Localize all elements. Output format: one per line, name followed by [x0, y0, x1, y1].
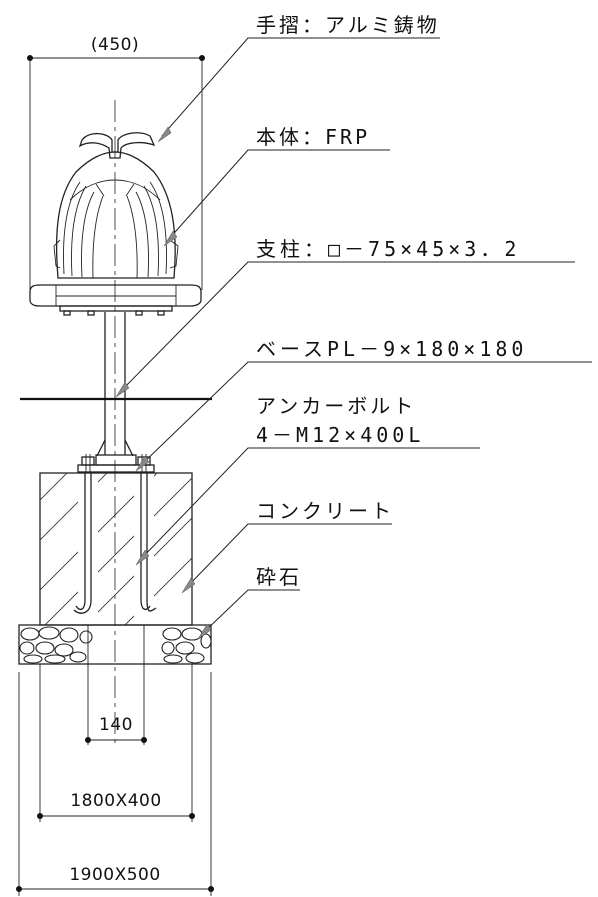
anchor-spacing-text: 140: [99, 715, 133, 735]
label-base-plate: ベースPL－9×180×180: [256, 337, 527, 361]
gravel-stones-left: [19, 626, 93, 664]
gravel-layer: [18, 624, 212, 665]
concrete-foundation: [39, 472, 193, 626]
leader-concrete: [181, 523, 392, 594]
dimension-concrete-size: 1800X400: [37, 664, 195, 822]
dimension-anchor-spacing: 140: [85, 625, 147, 745]
seat-width-text: (450): [91, 35, 139, 55]
gravel-stones-right: [161, 627, 212, 664]
anchor-bolt-left: [73, 472, 92, 614]
leader-post: [115, 261, 575, 398]
label-concrete: コンクリート: [256, 499, 394, 523]
base-plate: [77, 439, 155, 473]
seat-base: [29, 284, 202, 316]
label-body: 本体：FRP: [256, 125, 370, 149]
label-anchor-bolt-name: アンカーボルト: [256, 394, 416, 418]
seat-body: [53, 151, 179, 279]
leader-body: [163, 149, 390, 247]
concrete-size-text: 1800X400: [70, 791, 161, 811]
label-anchor-bolt-spec: 4－M12×400L: [256, 423, 424, 447]
dimension-gravel-size: 1900X500: [16, 672, 214, 896]
leader-base-plate: [135, 361, 592, 472]
label-post: 支柱：□－75×45×3．2: [256, 237, 520, 261]
gravel-size-text: 1900X500: [69, 865, 160, 885]
dimension-seat-width: (450): [27, 35, 205, 290]
handrail-shape: [78, 132, 156, 159]
leader-gravel: [197, 589, 300, 640]
label-handrail: 手摺：アルミ鋳物: [256, 13, 440, 37]
label-gravel: 砕石: [256, 565, 302, 589]
anchor-bolt-right: [140, 472, 157, 612]
leader-handrail: [157, 37, 440, 143]
leader-anchor-bolt: [135, 447, 480, 566]
